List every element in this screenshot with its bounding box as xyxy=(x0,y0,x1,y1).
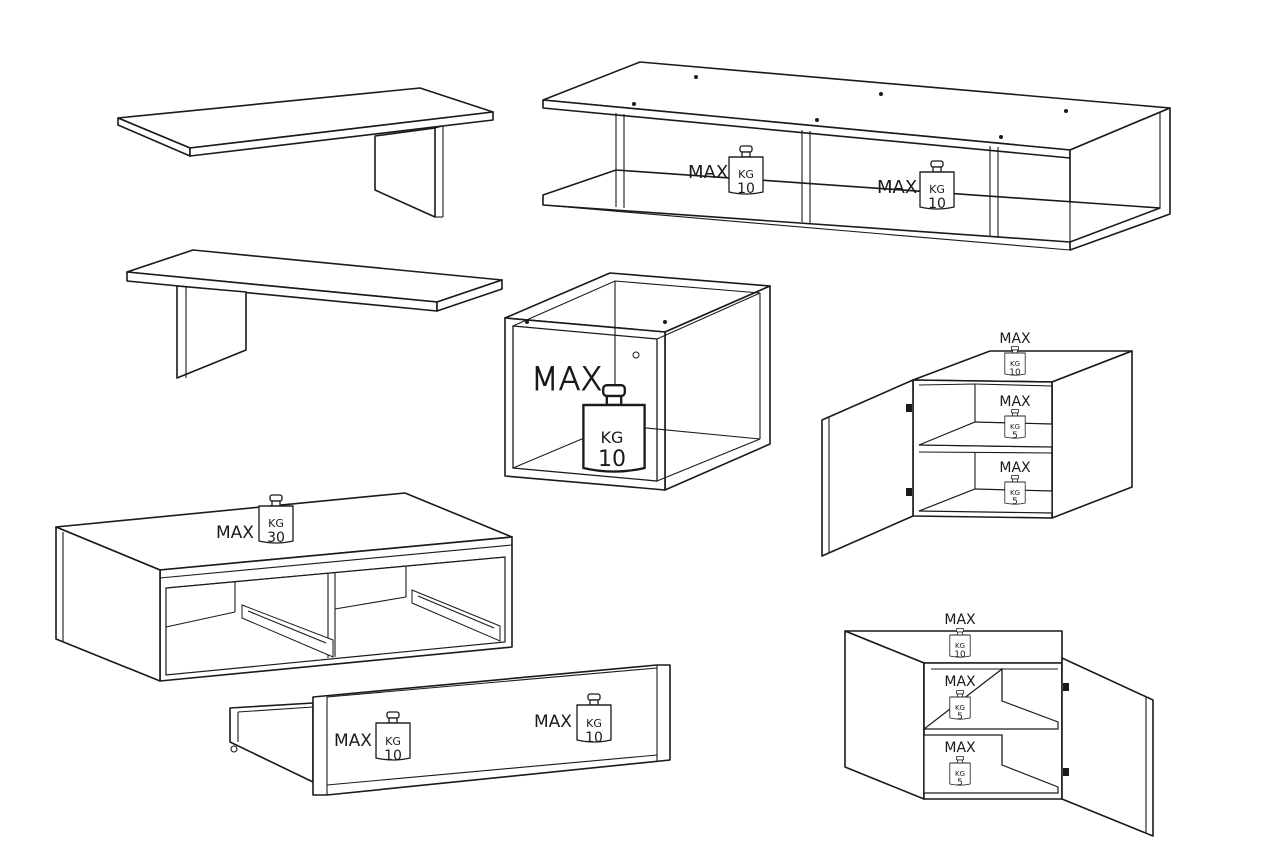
weight-value: 5 xyxy=(1012,497,1018,507)
weight-value: 10 xyxy=(737,181,755,197)
wall-desk-left-leg xyxy=(126,249,503,379)
weight-value: 5 xyxy=(957,712,963,722)
weight-value: 10 xyxy=(1009,368,1021,378)
weight-badge-shelf-middle: MAX KG 10 xyxy=(877,160,955,212)
max-label: MAX xyxy=(334,731,372,751)
kg-unit: KG xyxy=(1010,423,1020,431)
kg-unit: KG xyxy=(929,183,945,196)
weight-value: 10 xyxy=(954,650,966,660)
weight-badge-cabinet-right-shelf-2: MAX KG 5 xyxy=(944,740,976,788)
weight-badge-cabinet-left-shelf-2: MAX KG 5 xyxy=(999,460,1031,507)
long-wall-shelf xyxy=(542,61,1171,251)
weight-value: 30 xyxy=(267,530,285,546)
max-label: MAX xyxy=(534,712,572,732)
weight-badge-drawer-right: MAX KG 10 xyxy=(534,693,612,746)
kg-unit: KG xyxy=(1010,360,1020,368)
max-label: MAX xyxy=(688,162,728,183)
weight-badge-cabinet-left-shelf-1: MAX KG 5 xyxy=(999,394,1031,441)
weight-badge-cabinet-right-shelf-1: MAX KG 5 xyxy=(944,674,976,722)
kg-unit: KG xyxy=(586,717,602,730)
weight-value: 10 xyxy=(585,730,603,746)
max-label: MAX xyxy=(877,177,917,198)
max-label: MAX xyxy=(999,331,1031,347)
max-label: MAX xyxy=(944,674,976,690)
max-label: MAX xyxy=(999,394,1031,410)
wall-cabinet-door-left xyxy=(821,350,1133,557)
max-label: MAX xyxy=(944,612,976,628)
weight-value: 10 xyxy=(928,196,946,212)
weight-badge-cabinet-right-top: MAX KG 10 xyxy=(944,612,976,660)
drawer xyxy=(229,664,671,796)
kg-unit: KG xyxy=(955,770,965,778)
kg-unit: KG xyxy=(1010,489,1020,497)
kg-unit: KG xyxy=(385,735,401,748)
kg-unit: KG xyxy=(955,642,965,650)
weight-badge-tv-unit-top: MAX KG 30 xyxy=(216,494,294,546)
wall-cabinet-door-right xyxy=(844,630,1154,837)
weight-badge-cabinet-left-top: MAX KG 10 xyxy=(999,331,1031,378)
weight-value: 10 xyxy=(598,447,626,472)
wall-desk-right-leg xyxy=(117,87,494,218)
max-label: MAX xyxy=(531,360,602,398)
max-label: MAX xyxy=(944,740,976,756)
kg-unit: KG xyxy=(738,168,754,181)
weight-badge-cube: MAX KG 10 xyxy=(531,360,646,473)
kg-unit: KG xyxy=(268,517,284,530)
weight-value: 5 xyxy=(1012,431,1018,441)
weight-badge-shelf-left: MAX KG 10 xyxy=(688,145,764,197)
weight-badge-drawer-left: MAX KG 10 xyxy=(334,711,411,764)
weight-value: 5 xyxy=(957,778,963,788)
kg-unit: KG xyxy=(955,704,965,712)
weight-value: 10 xyxy=(384,748,402,764)
kg-unit: KG xyxy=(601,428,624,447)
cube-shelf xyxy=(504,272,771,491)
max-label: MAX xyxy=(216,523,254,543)
max-label: MAX xyxy=(999,460,1031,476)
